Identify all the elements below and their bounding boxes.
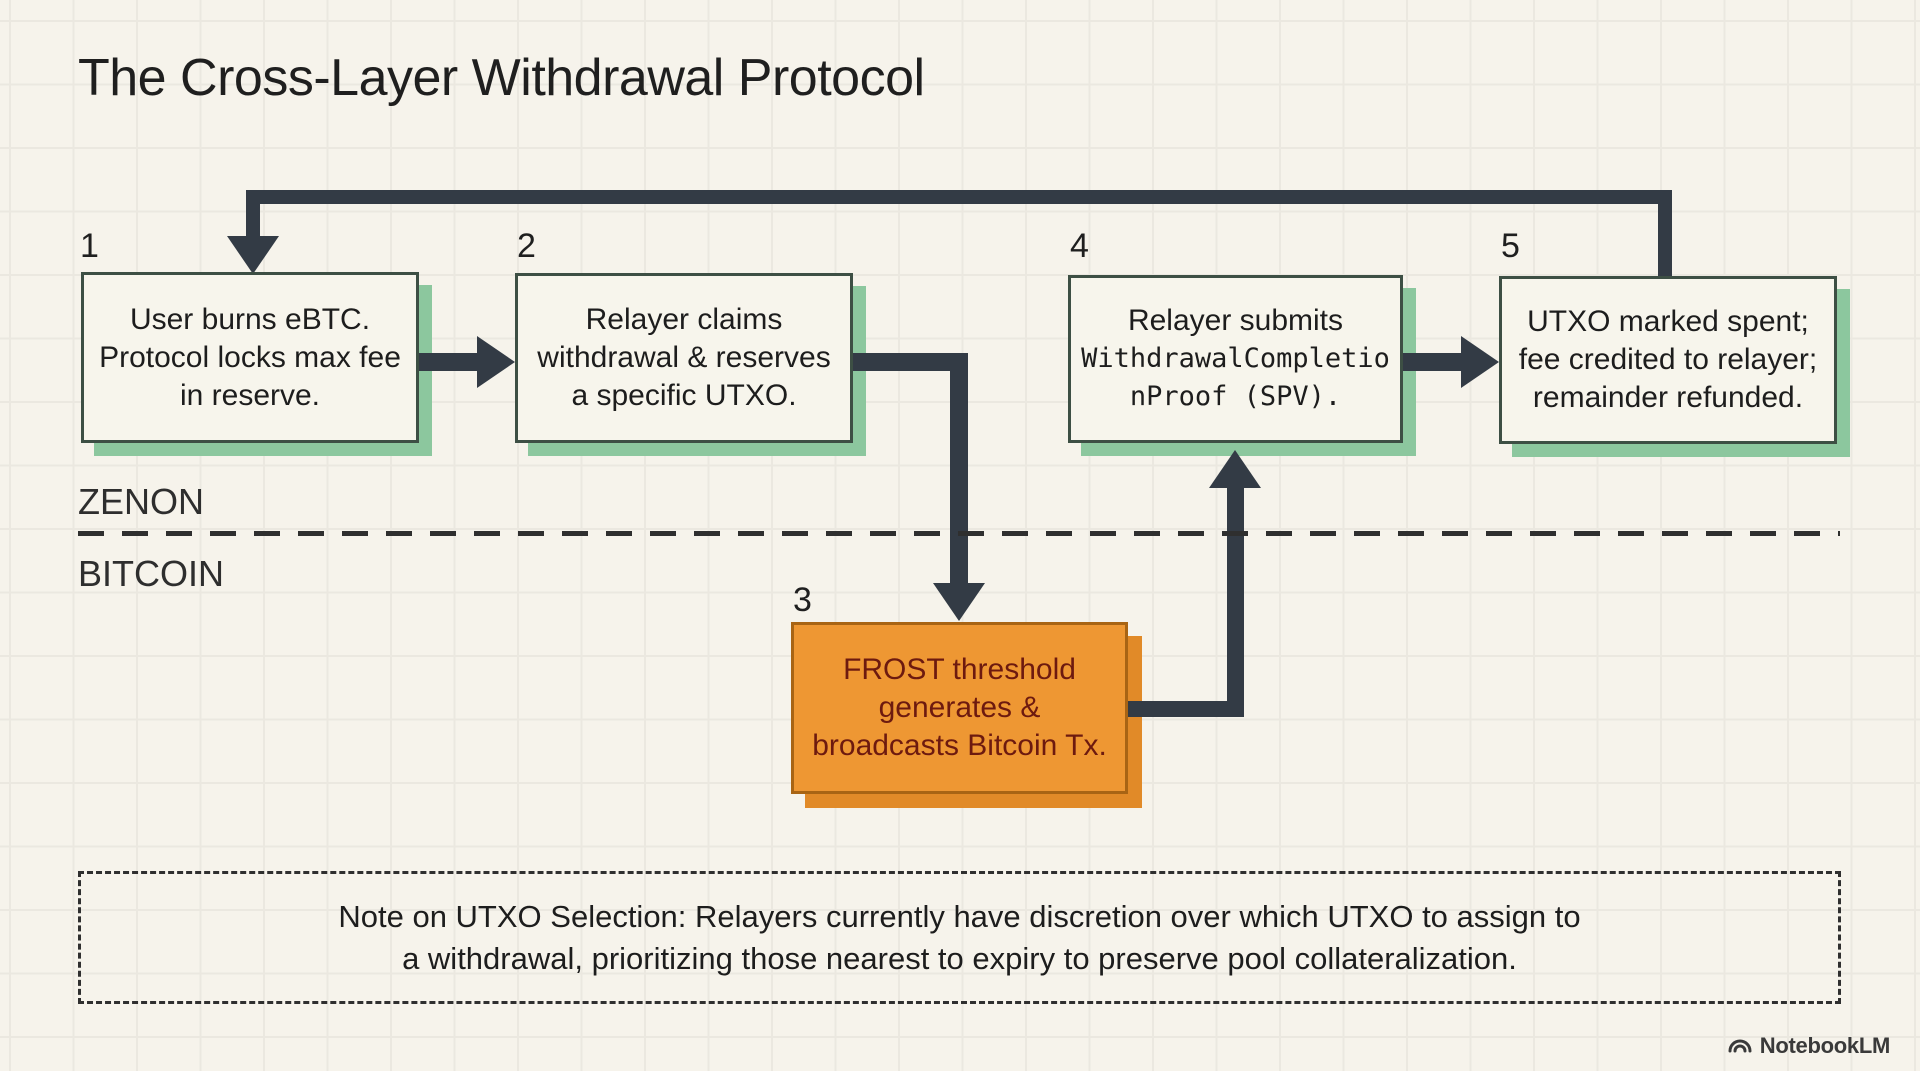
- arrow-4-to-5-arrowhead-icon: [1461, 336, 1499, 388]
- watermark-label: NotebookLM: [1759, 1033, 1891, 1058]
- watermark: NotebookLM: [1727, 1033, 1890, 1059]
- page-title: The Cross-Layer Withdrawal Protocol: [78, 49, 925, 107]
- loop-arrow-horizontal-line: [246, 190, 1672, 204]
- arrow-3-to-4-horizontal-shaft: [1128, 701, 1244, 717]
- step-3-box: FROST threshold generates & broadcasts B…: [791, 622, 1128, 794]
- arrow-1-to-2-shaft: [419, 353, 478, 371]
- arrow-1-to-2-arrowhead-icon: [477, 336, 515, 388]
- layer-divider-dashed-line: [78, 531, 1840, 536]
- step-4-box: Relayer submits WithdrawalCompletio nPro…: [1068, 275, 1403, 443]
- step-3-text: FROST threshold generates & broadcasts B…: [812, 653, 1107, 762]
- step-2-box: Relayer claims withdrawal & reserves a s…: [515, 273, 853, 443]
- step-2-number: 2: [517, 227, 536, 265]
- arrow-2-to-3-vertical-shaft: [950, 353, 968, 584]
- arrow-4-to-5-shaft: [1403, 353, 1462, 371]
- loop-arrow-right-vertical-line: [1658, 190, 1672, 278]
- note-text: Note on UTXO Selection: Relayers current…: [338, 898, 1581, 976]
- step-5-number: 5: [1501, 227, 1520, 265]
- step-2-text: Relayer claims withdrawal & reserves a s…: [537, 303, 831, 412]
- step-4-text-sans: Relayer submits: [1127, 304, 1344, 337]
- step-1-number: 1: [80, 227, 99, 265]
- step-3-number: 3: [793, 581, 812, 619]
- arrow-2-to-3-horizontal-shaft: [853, 353, 968, 371]
- step-4-text-mono: WithdrawalCompletio nProof (SPV).: [1081, 343, 1390, 412]
- arrow-2-to-3-arrowhead-icon: [933, 583, 985, 621]
- layer-label-zenon: ZENON: [78, 481, 204, 522]
- arrow-3-to-4-vertical-shaft: [1227, 487, 1244, 717]
- step-1-text: User burns eBTC. Protocol locks max fee …: [99, 302, 401, 412]
- notebooklm-logo-icon: [1727, 1034, 1753, 1058]
- layer-label-bitcoin: BITCOIN: [78, 553, 225, 594]
- note-box: Note on UTXO Selection: Relayers current…: [78, 871, 1841, 1004]
- step-4-number: 4: [1070, 227, 1089, 265]
- loop-arrowhead-down-icon: [227, 236, 279, 274]
- arrow-3-to-4-arrowhead-icon: [1209, 450, 1261, 488]
- step-1-box: User burns eBTC. Protocol locks max fee …: [81, 272, 419, 443]
- step-5-box: UTXO marked spent; fee credited to relay…: [1499, 276, 1837, 444]
- loop-arrow-left-vertical-line: [246, 190, 260, 238]
- step-5-text: UTXO marked spent; fee credited to relay…: [1518, 305, 1818, 414]
